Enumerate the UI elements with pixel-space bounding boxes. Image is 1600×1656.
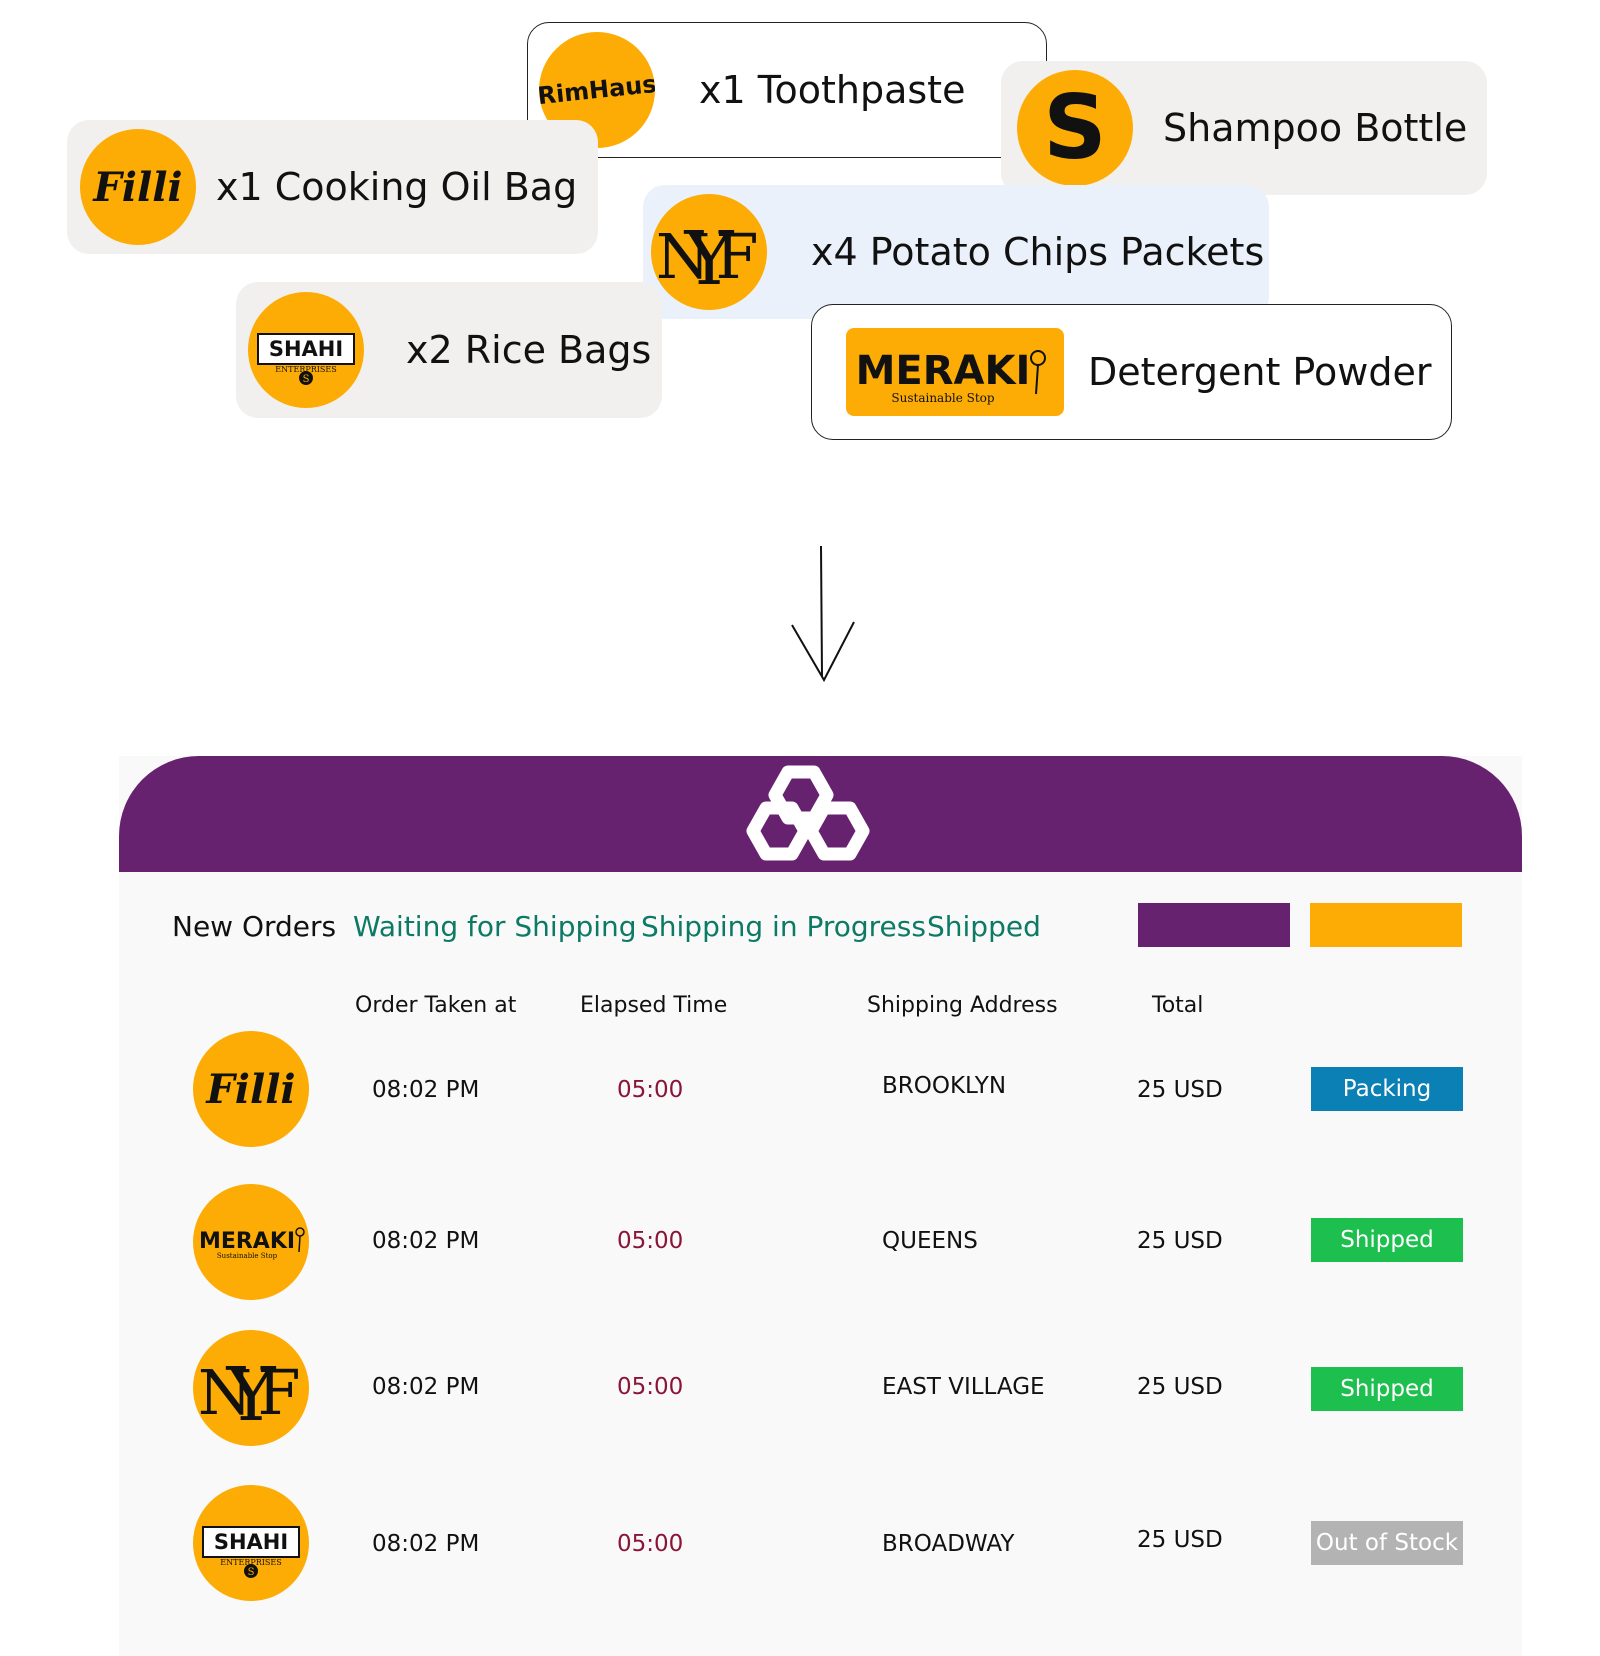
- shahi-logo-subtext: ENTERPRISES: [275, 365, 336, 374]
- shipping-address: BROADWAY: [882, 1531, 1015, 1557]
- orange-action-button[interactable]: [1310, 903, 1462, 947]
- s-logo-text: S: [1043, 76, 1106, 179]
- arrow-down-icon: [791, 545, 855, 683]
- rimhaus-logo-text: RimHaus: [539, 70, 655, 110]
- shipping-address: EAST VILLAGE: [882, 1374, 1045, 1400]
- shahi-logo: SHAHI ENTERPRISES S: [193, 1485, 309, 1601]
- product-card-cooking-oil[interactable]: Filli x1 Cooking Oil Bag: [67, 120, 598, 254]
- status-badge[interactable]: Shipped: [1311, 1218, 1463, 1262]
- elapsed-time: 05:00: [617, 1228, 684, 1254]
- tab-new-orders[interactable]: New Orders: [172, 910, 337, 943]
- tab-shipping-in-progress[interactable]: Shipping in Progress: [641, 910, 926, 943]
- shahi-logo: SHAHI ENTERPRISES S: [248, 292, 364, 408]
- elapsed-time: 05:00: [617, 1531, 684, 1557]
- s-logo: S: [1017, 70, 1133, 186]
- product-card-potato-chips[interactable]: N Y F x4 Potato Chips Packets: [643, 185, 1269, 319]
- shipping-address: QUEENS: [882, 1228, 978, 1254]
- nyf-logo: N Y F: [651, 194, 767, 310]
- order-time: 08:02 PM: [372, 1228, 480, 1254]
- shahi-logo-mark: S: [248, 1567, 255, 1578]
- nyf-logo-n: N: [198, 1356, 252, 1429]
- meraki-logo-text: MERAKI: [856, 348, 1031, 394]
- nyf-logo-y: Y: [684, 216, 735, 302]
- filli-logo-text: Filli: [92, 164, 182, 211]
- order-time: 08:02 PM: [372, 1531, 480, 1557]
- column-header-elapsed: Elapsed Time: [580, 993, 728, 1018]
- nyf-logo-n: N: [656, 220, 710, 293]
- filli-logo: Filli: [193, 1031, 309, 1147]
- order-total: 25 USD: [1137, 1228, 1223, 1254]
- column-header-address: Shipping Address: [867, 993, 1058, 1018]
- status-badge[interactable]: Packing: [1311, 1067, 1463, 1111]
- status-badge[interactable]: Out of Stock: [1311, 1521, 1463, 1565]
- nyf-logo-f: F: [257, 1356, 300, 1429]
- filli-logo: Filli: [80, 129, 196, 245]
- elapsed-time: 05:00: [617, 1077, 684, 1103]
- filli-logo-text: Filli: [205, 1066, 295, 1113]
- order-time: 08:02 PM: [372, 1374, 480, 1400]
- product-card-label: x1 Cooking Oil Bag: [216, 165, 578, 209]
- purple-action-button[interactable]: [1138, 903, 1290, 947]
- order-time: 08:02 PM: [372, 1077, 480, 1103]
- meraki-logo: MERAKI Sustainable Stop: [846, 328, 1064, 416]
- tab-waiting-for-shipping[interactable]: Waiting for Shipping: [353, 910, 637, 943]
- meraki-logo-subtext: Sustainable Stop: [891, 391, 995, 405]
- shipping-address: BROOKLYN: [882, 1073, 1007, 1099]
- app-logo-icon: [746, 765, 870, 861]
- meraki-logo: MERAKI Sustainable Stop: [193, 1184, 309, 1300]
- shahi-logo-text: SHAHI: [214, 1530, 288, 1554]
- nyf-logo-y: Y: [226, 1352, 277, 1438]
- product-card-toothpaste[interactable]: RimHaus x1 Toothpaste: [527, 22, 1047, 158]
- shahi-logo-text: SHAHI: [269, 337, 343, 361]
- column-header-total: Total: [1152, 993, 1204, 1018]
- product-card-shampoo[interactable]: S Shampoo Bottle: [1001, 61, 1487, 195]
- order-total: 25 USD: [1137, 1527, 1223, 1553]
- meraki-logo-subtext: Sustainable Stop: [217, 1252, 278, 1260]
- product-card-label: x1 Toothpaste: [699, 68, 966, 112]
- nyf-logo-f: F: [715, 220, 758, 293]
- shahi-logo-mark: S: [303, 374, 310, 385]
- tab-shipped[interactable]: Shipped: [927, 910, 1041, 943]
- order-total: 25 USD: [1137, 1374, 1223, 1400]
- elapsed-time: 05:00: [617, 1374, 684, 1400]
- product-card-rice[interactable]: SHAHI ENTERPRISES S x2 Rice Bags: [236, 282, 662, 418]
- nyf-logo: N Y F: [193, 1330, 309, 1446]
- column-header-order-taken: Order Taken at: [355, 993, 517, 1018]
- meraki-logo-text: MERAKI: [199, 1229, 295, 1254]
- order-total: 25 USD: [1137, 1077, 1223, 1103]
- product-card-label: x2 Rice Bags: [406, 328, 652, 372]
- product-card-detergent[interactable]: MERAKI Sustainable Stop Detergent Powder: [811, 304, 1452, 440]
- shahi-logo-subtext: ENTERPRISES: [220, 1558, 281, 1567]
- product-card-label: Shampoo Bottle: [1163, 106, 1468, 150]
- product-card-label: x4 Potato Chips Packets: [811, 230, 1265, 274]
- status-badge[interactable]: Shipped: [1311, 1367, 1463, 1411]
- product-card-label: Detergent Powder: [1088, 350, 1432, 394]
